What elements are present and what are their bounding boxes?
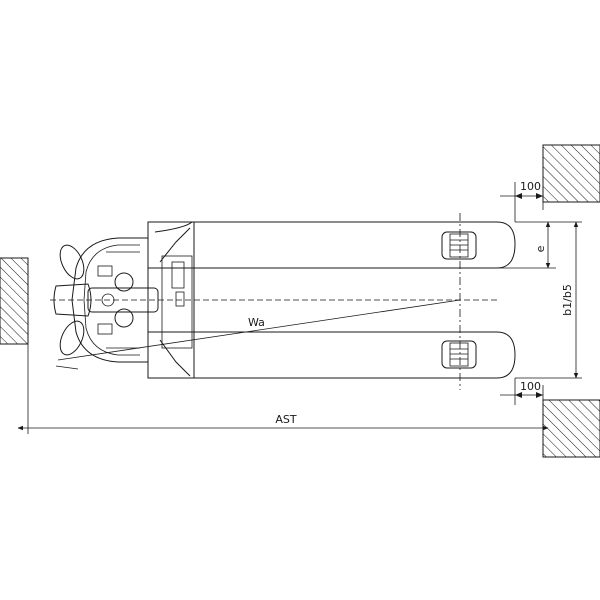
right-bottom-wall	[542, 399, 600, 458]
right-top-wall	[542, 144, 600, 203]
turning-radius-label: Wa	[248, 316, 265, 329]
top-clearance-label: 100	[520, 180, 541, 193]
bottom-clearance-label: 100	[520, 380, 541, 393]
b1-b5-label: b1/b5	[561, 284, 574, 316]
lower-fork	[148, 331, 516, 379]
bottom-clearance-dimension: 100	[500, 378, 544, 410]
e-label: e	[534, 245, 547, 252]
top-clearance-dimension: 100	[500, 180, 544, 222]
e-dimension: e	[497, 221, 582, 269]
ast-dimension: AST	[17, 344, 549, 434]
left-wall	[0, 257, 29, 345]
turning-radius-dimension: Wa	[55, 299, 461, 370]
ast-label: AST	[275, 413, 297, 426]
b1-b5-dimension: b1/b5	[515, 221, 582, 379]
upper-fork	[148, 221, 516, 269]
